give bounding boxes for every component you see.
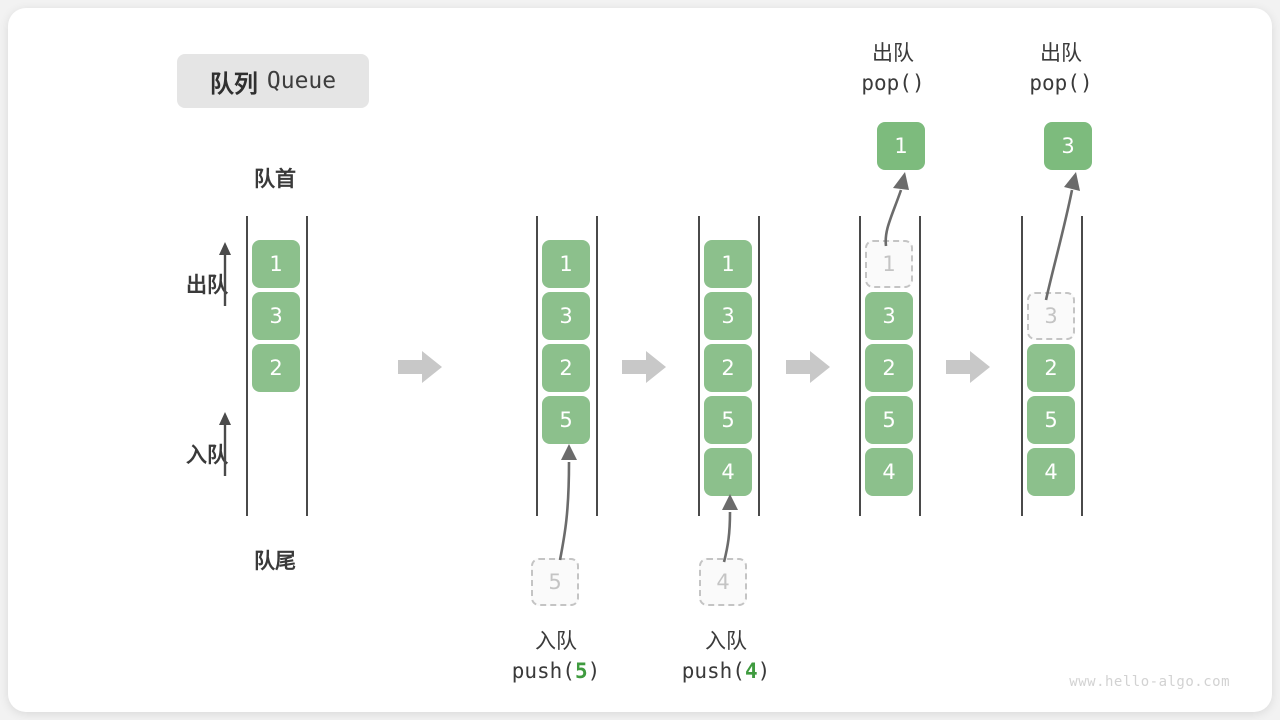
pop-3-motion-arrow-icon xyxy=(1044,172,1080,301)
queue-cell: 4 xyxy=(865,448,913,496)
queue-cell: 4 xyxy=(704,448,752,496)
title-chinese: 队列 xyxy=(209,69,258,98)
pop-1-motion-arrow-icon xyxy=(884,172,909,247)
caption-push-5: 入队 push(5) xyxy=(461,626,651,687)
rail-right xyxy=(758,216,760,516)
caption-pop-3-code: pop() xyxy=(1029,71,1093,96)
push-5-motion-arrow-icon xyxy=(558,444,577,561)
step-arrow-icon xyxy=(398,351,442,383)
queue-cell: 1 xyxy=(704,240,752,288)
caption-push-4-code: push(4) xyxy=(681,659,771,684)
queue-cell: 2 xyxy=(542,344,590,392)
rail-right xyxy=(306,216,308,516)
queue-cell: 5 xyxy=(1027,396,1075,444)
queue-cell: 4 xyxy=(1027,448,1075,496)
step-arrow-icon xyxy=(946,351,990,383)
rail-left xyxy=(536,216,538,516)
push-4-motion-arrow-icon xyxy=(722,494,738,563)
caption-pop-1: 出队 pop() xyxy=(798,38,988,99)
enqueue-up-arrow-icon xyxy=(219,412,231,476)
caption-push-4-cn: 入队 xyxy=(705,629,747,653)
diagram-card: 队列 Queue 出队 pop() 出队 pop() 队首 队尾 出队 入队 xyxy=(8,8,1272,712)
rail-right xyxy=(1081,216,1083,516)
queue-cell: 1 xyxy=(542,240,590,288)
caption-pop-3: 出队 pop() xyxy=(966,38,1156,99)
queue-cell: 2 xyxy=(704,344,752,392)
queue-tail-label: 队尾 xyxy=(254,549,296,573)
rail-left xyxy=(859,216,861,516)
queue-cell: 3 xyxy=(865,292,913,340)
popped-ghost-slot: 1 xyxy=(865,240,913,288)
step-arrow-icon xyxy=(622,351,666,383)
dequeue-side-label: 出队 xyxy=(186,273,228,297)
incoming-ghost-cell-5: 5 xyxy=(531,558,579,606)
queue-cell: 5 xyxy=(542,396,590,444)
queue-cell: 2 xyxy=(1027,344,1075,392)
queue-cell: 2 xyxy=(865,344,913,392)
enqueue-side-label: 入队 xyxy=(186,443,228,467)
queue-cell: 3 xyxy=(542,292,590,340)
queue-cell: 2 xyxy=(252,344,300,392)
rail-right xyxy=(919,216,921,516)
step-arrow-icon xyxy=(786,351,830,383)
popped-element-3: 3 xyxy=(1044,122,1092,170)
popped-element-1: 1 xyxy=(877,122,925,170)
queue-cell: 5 xyxy=(704,396,752,444)
queue-head-label: 队首 xyxy=(254,167,296,191)
rail-right xyxy=(596,216,598,516)
title-english: Queue xyxy=(266,68,337,94)
queue-cell: 1 xyxy=(252,240,300,288)
caption-pop-1-cn: 出队 xyxy=(872,41,914,65)
caption-push-5-code: push(5) xyxy=(511,659,601,684)
caption-pop-3-cn: 出队 xyxy=(1040,41,1082,65)
rail-left xyxy=(246,216,248,516)
caption-push-4: 入队 push(4) xyxy=(631,626,821,687)
queue-cell: 3 xyxy=(252,292,300,340)
caption-push-5-cn: 入队 xyxy=(535,629,577,653)
rail-left xyxy=(1021,216,1023,516)
queue-cell: 5 xyxy=(865,396,913,444)
rail-left xyxy=(698,216,700,516)
diagram-title-badge: 队列 Queue xyxy=(177,54,369,108)
queue-cell: 3 xyxy=(704,292,752,340)
incoming-ghost-cell-4: 4 xyxy=(699,558,747,606)
watermark: www.hello-algo.com xyxy=(1069,674,1230,690)
dequeue-up-arrow-icon xyxy=(219,242,231,306)
caption-pop-1-code: pop() xyxy=(861,71,925,96)
popped-ghost-slot: 3 xyxy=(1027,292,1075,340)
